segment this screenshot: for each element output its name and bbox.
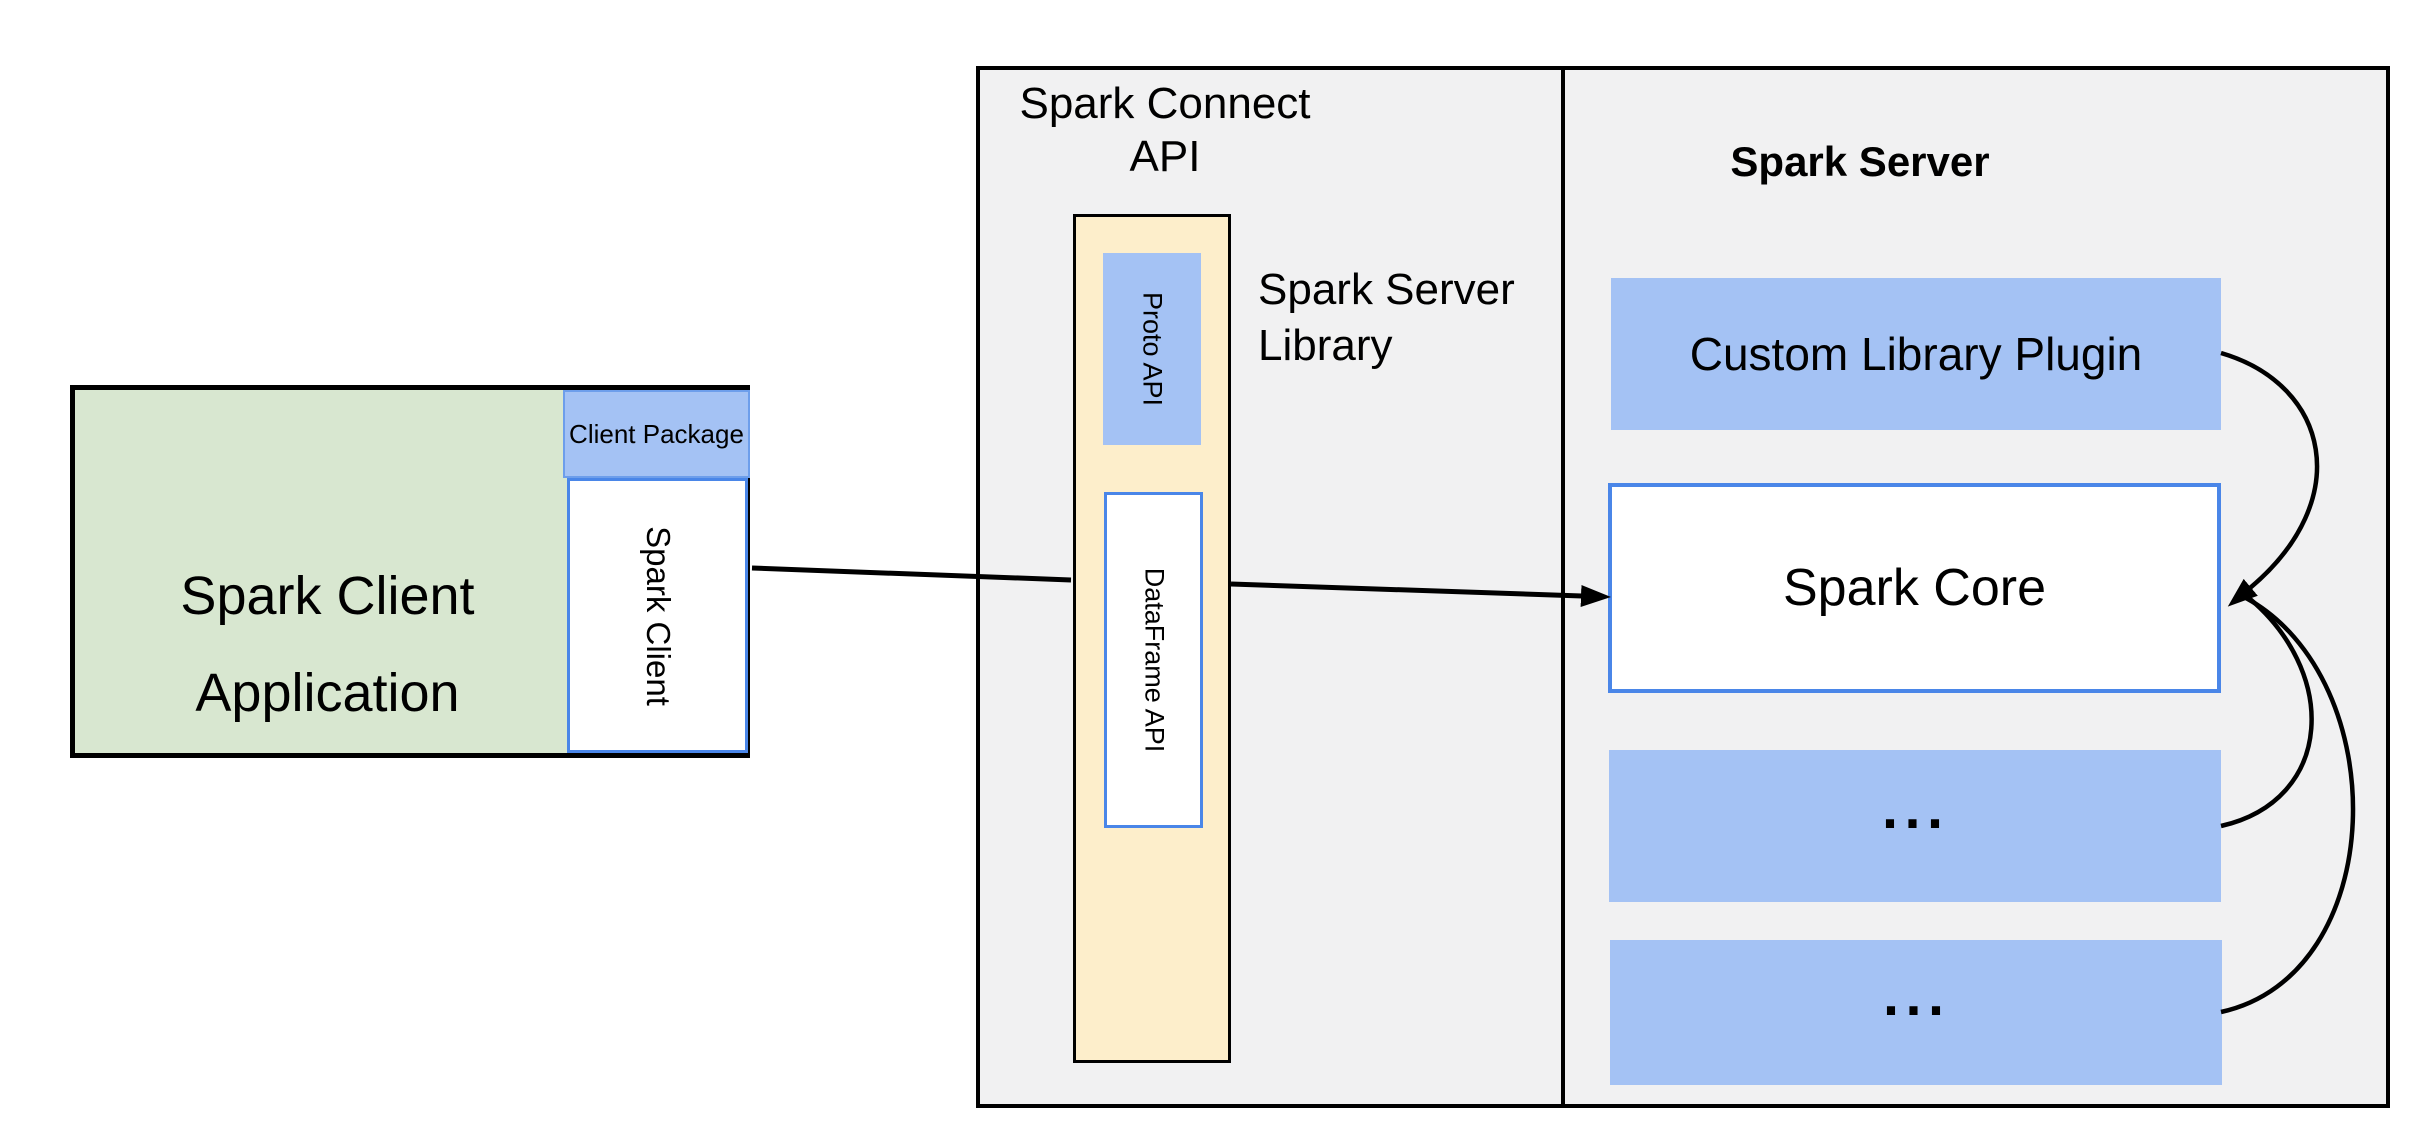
spark-core-box: Spark Core [1608, 483, 2221, 693]
dataframe-api-label: DataFrame API [1139, 567, 1169, 753]
plugin-slot-1-box: ... [1609, 750, 2221, 902]
plugin-slot-2-box: ... [1610, 940, 2222, 1085]
dataframe-api-box: DataFrame API [1104, 492, 1203, 828]
spark-client-label: Spark Client [639, 525, 677, 706]
spark-connect-api-title: Spark Connect API [1019, 79, 1311, 181]
client-package-box: Client Package [563, 390, 750, 478]
client-package-label: Client Package [569, 418, 744, 449]
custom-library-plugin-box: Custom Library Plugin [1611, 278, 2221, 430]
panel-divider-line [1561, 68, 1565, 1106]
spark-server-title: Spark Server [1730, 138, 1990, 185]
plugin-slot-1-label: ... [1881, 785, 1949, 840]
spark-client-application-label: Spark Client Application [180, 566, 475, 724]
spark-client-box: Spark Client [567, 478, 748, 753]
custom-library-plugin-label: Custom Library Plugin [1689, 328, 2143, 380]
proto-api-label: Proto API [1137, 291, 1168, 407]
spark-core-label: Spark Core [1783, 559, 2046, 617]
spark-server-library-label: Spark Server Library [1258, 265, 1515, 370]
plugin-slot-2-label: ... [1882, 971, 1950, 1026]
proto-api-box: Proto API [1103, 253, 1201, 445]
